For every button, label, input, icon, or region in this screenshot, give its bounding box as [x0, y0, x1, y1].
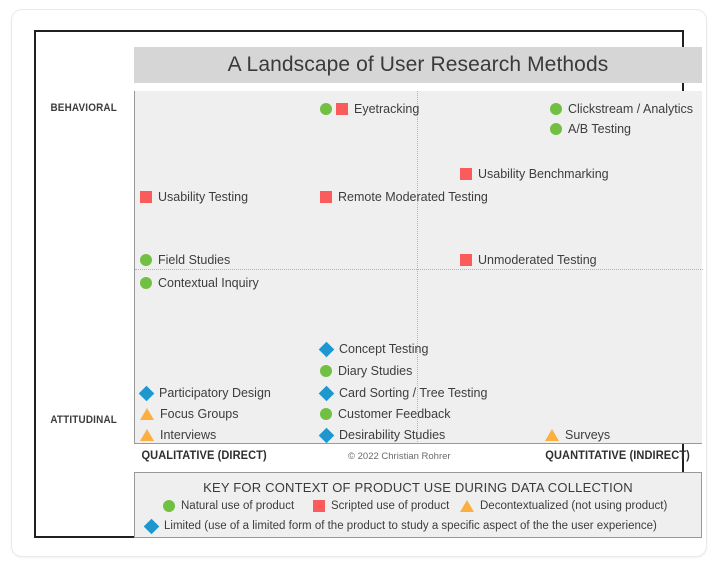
triangle-marker-icon	[460, 500, 474, 512]
method-item[interactable]: Interviews	[140, 429, 216, 442]
method-item[interactable]: Contextual Inquiry	[140, 277, 259, 290]
method-label: Unmoderated Testing	[478, 253, 597, 267]
method-label: Usability Testing	[158, 190, 249, 204]
method-item[interactable]: Surveys	[545, 429, 610, 442]
triangle-marker-icon	[140, 408, 154, 421]
legend-entry: Limited (use of a limited form of the pr…	[143, 518, 657, 534]
square-marker-icon	[320, 191, 332, 204]
diamond-marker-icon	[318, 385, 335, 402]
method-label: Clickstream / Analytics	[568, 102, 694, 116]
square-marker-icon	[140, 191, 152, 204]
legend-entry-label: Decontextualized (not using product)	[480, 500, 668, 512]
diamond-marker-icon	[318, 427, 335, 444]
method-label: Usability Benchmarking	[478, 167, 609, 181]
method-item[interactable]: Customer Feedback	[320, 408, 451, 421]
method-item[interactable]: Focus Groups	[140, 408, 239, 421]
horizontal-divider	[135, 269, 703, 270]
method-label: Customer Feedback	[338, 407, 451, 421]
method-item[interactable]: Remote Moderated Testing	[320, 191, 488, 204]
square-marker-icon	[460, 168, 472, 181]
square-marker-icon	[336, 103, 348, 116]
method-label: Interviews	[160, 428, 217, 442]
triangle-marker-icon	[545, 429, 559, 442]
axis-label-quantitative: QUANTITATIVE (INDIRECT)	[545, 448, 690, 462]
method-label: Contextual Inquiry	[158, 276, 259, 290]
method-item[interactable]: Field Studies	[140, 254, 230, 267]
method-item[interactable]: Desirability Studies	[318, 427, 446, 444]
method-item[interactable]: Card Sorting / Tree Testing	[318, 385, 488, 402]
legend-key-box: KEY FOR CONTEXT OF PRODUCT USE DURING DA…	[134, 472, 702, 538]
method-label: Concept Testing	[339, 342, 429, 356]
method-label: Card Sorting / Tree Testing	[339, 386, 488, 400]
chart-title-band: A Landscape of User Research Methods	[134, 47, 702, 83]
legend-entry: Scripted use of product	[313, 500, 449, 512]
circle-marker-icon	[320, 408, 332, 421]
circle-marker-icon	[320, 103, 332, 116]
method-label: Desirability Studies	[339, 428, 446, 442]
axis-label-behavioral: BEHAVIORAL	[50, 102, 117, 114]
page-card: A Landscape of User Research Methods BEH…	[12, 10, 706, 556]
page-title: A Landscape of User Research Methods	[227, 53, 609, 76]
diamond-marker-icon	[143, 518, 160, 534]
method-item[interactable]: Usability Benchmarking	[460, 168, 609, 181]
circle-marker-icon	[550, 123, 562, 136]
axis-label-attitudinal: ATTITUDINAL	[50, 414, 117, 426]
method-label: Eyetracking	[354, 102, 420, 116]
circle-marker-icon	[320, 365, 332, 378]
method-label: Surveys	[565, 428, 611, 442]
legend-entry: Decontextualized (not using product)	[460, 500, 667, 512]
circle-marker-icon	[163, 500, 175, 512]
method-item[interactable]: Usability Testing	[140, 191, 248, 204]
method-item[interactable]: Eyetracking	[320, 103, 419, 116]
method-label: Participatory Design	[159, 386, 271, 400]
method-item[interactable]: Clickstream / Analytics	[550, 103, 693, 116]
vertical-divider	[417, 91, 418, 444]
diamond-marker-icon	[318, 341, 335, 358]
axis-label-qualitative: QUALITATIVE (DIRECT)	[141, 448, 267, 462]
method-item[interactable]: Unmoderated Testing	[460, 254, 597, 267]
diamond-marker-icon	[138, 385, 155, 402]
legend-entry-label: Natural use of product	[181, 500, 295, 512]
method-label: Remote Moderated Testing	[338, 190, 488, 204]
method-item[interactable]: Concept Testing	[318, 341, 429, 358]
legend-entry: Natural use of product	[163, 500, 294, 512]
method-label: Focus Groups	[160, 407, 239, 421]
method-label: Field Studies	[158, 253, 231, 267]
method-item[interactable]: Diary Studies	[320, 365, 412, 378]
triangle-marker-icon	[140, 429, 154, 442]
circle-marker-icon	[550, 103, 562, 116]
square-marker-icon	[460, 254, 472, 267]
method-label: A/B Testing	[568, 122, 632, 136]
method-item[interactable]: Participatory Design	[138, 385, 271, 402]
method-item[interactable]: A/B Testing	[550, 123, 631, 136]
circle-marker-icon	[140, 254, 152, 267]
legend-entry-label: Scripted use of product	[331, 500, 450, 512]
legend-entry-label: Limited (use of a limited form of the pr…	[164, 520, 657, 532]
method-label: Diary Studies	[338, 364, 413, 378]
copyright-text: © 2022 Christian Rohrer	[348, 451, 451, 462]
legend-title: KEY FOR CONTEXT OF PRODUCT USE DURING DA…	[203, 480, 633, 495]
square-marker-icon	[313, 500, 325, 512]
circle-marker-icon	[140, 277, 152, 290]
